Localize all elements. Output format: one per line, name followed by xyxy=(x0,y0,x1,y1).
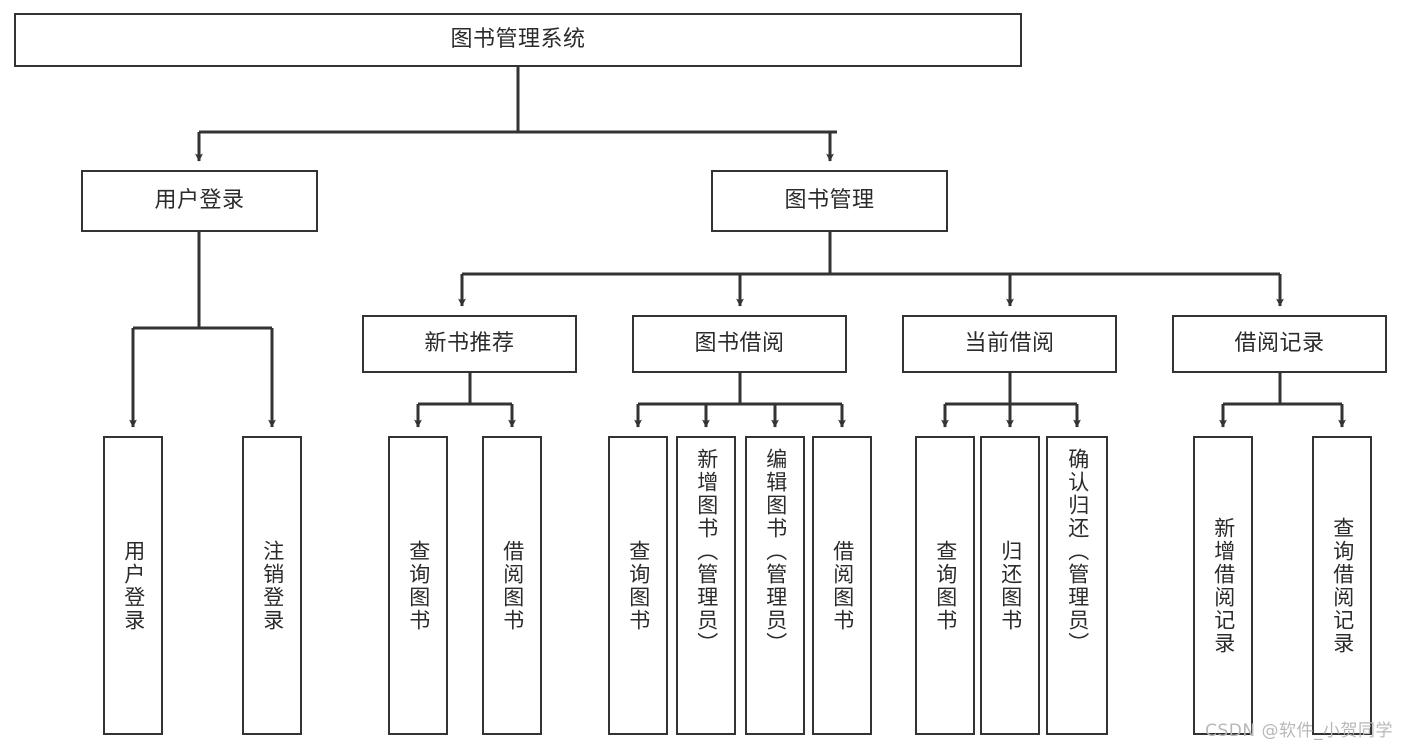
node-leaf-query-book-borrow-label: 查询图书 xyxy=(626,539,651,632)
node-borrow-record-label: 借阅记录 xyxy=(1234,330,1325,356)
node-leaf-return-book[interactable]: 归还图书 xyxy=(980,436,1040,735)
node-leaf-add-borrow-record-label: 新增借阅记录 xyxy=(1211,516,1236,655)
node-book-manage-label: 图书管理 xyxy=(784,187,875,213)
node-leaf-return-book-label: 归还图书 xyxy=(998,539,1023,632)
node-leaf-borrow-book[interactable]: 借阅图书 xyxy=(812,436,872,735)
node-user-login-label: 用户登录 xyxy=(154,187,245,213)
node-leaf-edit-book-label: 编辑图书（管理员） xyxy=(763,448,788,655)
node-leaf-query-borrow-record[interactable]: 查询借阅记录 xyxy=(1312,436,1372,735)
node-user-login[interactable]: 用户登录 xyxy=(81,170,318,232)
node-leaf-logout-login[interactable]: 注销登录 xyxy=(242,436,302,735)
node-leaf-query-book-cur[interactable]: 查询图书 xyxy=(915,436,975,735)
node-leaf-query-borrow-record-label: 查询借阅记录 xyxy=(1330,516,1355,655)
node-leaf-confirm-return-label: 确认归还（管理员） xyxy=(1065,448,1090,655)
node-book-borrow[interactable]: 图书借阅 xyxy=(632,315,847,373)
node-leaf-add-book-label: 新增图书（管理员） xyxy=(694,448,719,655)
node-leaf-borrow-book-rec[interactable]: 借阅图书 xyxy=(482,436,542,735)
node-leaf-borrow-book-label: 借阅图书 xyxy=(830,539,855,632)
node-leaf-add-book[interactable]: 新增图书（管理员） xyxy=(676,436,736,735)
node-current-borrow-label: 当前借阅 xyxy=(964,330,1055,356)
node-leaf-add-borrow-record[interactable]: 新增借阅记录 xyxy=(1193,436,1253,735)
node-leaf-user-login[interactable]: 用户登录 xyxy=(103,436,163,735)
node-book-manage[interactable]: 图书管理 xyxy=(711,170,948,232)
node-leaf-query-book-rec-label: 查询图书 xyxy=(406,539,431,632)
node-book-borrow-label: 图书借阅 xyxy=(694,330,785,356)
node-leaf-query-book-borrow[interactable]: 查询图书 xyxy=(608,436,668,735)
node-root-label: 图书管理系统 xyxy=(450,26,586,52)
node-leaf-query-book-rec[interactable]: 查询图书 xyxy=(388,436,448,735)
node-new-book-rec-label: 新书推荐 xyxy=(424,330,515,356)
node-leaf-confirm-return[interactable]: 确认归还（管理员） xyxy=(1046,436,1108,735)
node-new-book-rec[interactable]: 新书推荐 xyxy=(362,315,577,373)
node-root[interactable]: 图书管理系统 xyxy=(14,13,1022,67)
node-leaf-query-book-cur-label: 查询图书 xyxy=(933,539,958,632)
node-leaf-user-login-label: 用户登录 xyxy=(121,539,146,632)
node-leaf-borrow-book-rec-label: 借阅图书 xyxy=(500,539,525,632)
node-leaf-logout-login-label: 注销登录 xyxy=(260,539,285,632)
node-borrow-record[interactable]: 借阅记录 xyxy=(1172,315,1387,373)
node-leaf-edit-book[interactable]: 编辑图书（管理员） xyxy=(745,436,805,735)
node-current-borrow[interactable]: 当前借阅 xyxy=(902,315,1117,373)
